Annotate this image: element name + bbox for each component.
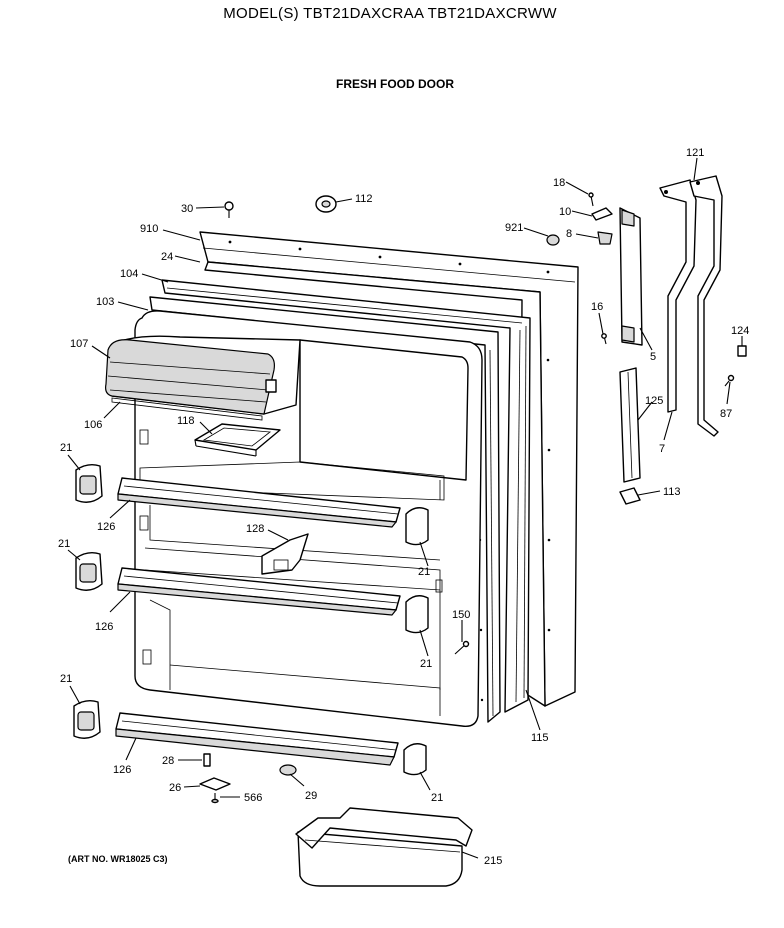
shelf-support-left-2 — [75, 551, 103, 591]
plug-112 — [315, 195, 337, 213]
section-title: FRESH FOOD DOOR — [336, 77, 454, 91]
callout-566: 566 — [244, 792, 262, 804]
shelf-support-right-1 — [405, 507, 429, 546]
callout-124: 124 — [731, 325, 749, 337]
callout-118: 118 — [177, 415, 195, 427]
callout-10: 10 — [559, 206, 571, 218]
shelf-support-right-3 — [403, 743, 427, 776]
butter-tray — [194, 423, 281, 457]
callout-8: 8 — [566, 228, 572, 240]
clip-10 — [591, 207, 613, 221]
callout-103: 103 — [96, 296, 114, 308]
clip-113 — [619, 487, 641, 505]
screw-30 — [224, 201, 234, 218]
bushing-29 — [279, 764, 297, 776]
callout-921: 921 — [505, 222, 523, 234]
screw-18 — [588, 192, 594, 207]
shelf-bar-lower — [115, 712, 399, 766]
shelf-support-left-1 — [75, 463, 103, 503]
callout-104: 104 — [120, 268, 138, 280]
shelf-bar-middle — [117, 567, 401, 616]
screw-566 — [211, 793, 219, 804]
callout-29: 29 — [305, 790, 317, 802]
callout-28: 28 — [162, 755, 174, 767]
plate-26 — [199, 777, 231, 791]
plug-921 — [546, 234, 560, 246]
callout-125: 125 — [645, 395, 663, 407]
callout-107: 107 — [70, 338, 88, 350]
handle-bar-121 — [659, 175, 723, 437]
callout-121: 121 — [686, 147, 704, 159]
callout-126-a: 126 — [97, 521, 115, 533]
callout-18: 18 — [553, 177, 565, 189]
callout-7: 7 — [659, 443, 665, 455]
callout-150: 150 — [452, 609, 470, 621]
door-bin-215 — [295, 807, 473, 887]
callout-21-b: 21 — [418, 566, 430, 578]
callout-24: 24 — [161, 251, 173, 263]
callout-106: 106 — [84, 419, 102, 431]
callout-115: 115 — [531, 732, 549, 744]
callout-16: 16 — [591, 301, 603, 313]
callout-126-c: 126 — [113, 764, 131, 776]
art-number: (ART NO. WR18025 C3) — [68, 854, 168, 864]
callout-5: 5 — [650, 351, 656, 363]
bracket-125 — [619, 367, 641, 483]
callout-128: 128 — [246, 523, 264, 535]
model-title: MODEL(S) TBT21DAXCRAA TBT21DAXCRWW — [223, 5, 557, 22]
callout-215: 215 — [484, 855, 502, 867]
screw-16 — [601, 333, 607, 345]
callout-21-d: 21 — [420, 658, 432, 670]
callout-26: 26 — [169, 782, 181, 794]
callout-labels: 30 112 910 24 104 103 107 106 118 21 126… — [58, 147, 749, 867]
screw-87 — [724, 374, 735, 387]
hinge-pin-28 — [203, 753, 211, 767]
door-gasket — [161, 279, 531, 713]
callout-113: 113 — [663, 486, 681, 498]
callout-87: 87 — [720, 408, 732, 420]
dairy-compartment-door — [105, 335, 301, 421]
callout-910: 910 — [140, 223, 158, 235]
hinge-bracket-5 — [619, 207, 643, 346]
screw-150 — [454, 640, 470, 655]
leader-lines — [67, 157, 743, 859]
shelf-support-left-3 — [73, 699, 101, 739]
shelf-support-right-2 — [405, 595, 429, 634]
callout-21-f: 21 — [431, 792, 443, 804]
bracket-128 — [261, 533, 309, 575]
callout-21-c: 21 — [58, 538, 70, 550]
callout-112: 112 — [355, 193, 373, 205]
callout-21-a: 21 — [60, 442, 72, 454]
stop-8 — [597, 231, 613, 245]
callout-126-b: 126 — [95, 621, 113, 633]
cap-124 — [737, 345, 747, 357]
callout-30: 30 — [181, 203, 193, 215]
callout-21-e: 21 — [60, 673, 72, 685]
shelf-bar-upper — [117, 477, 401, 528]
